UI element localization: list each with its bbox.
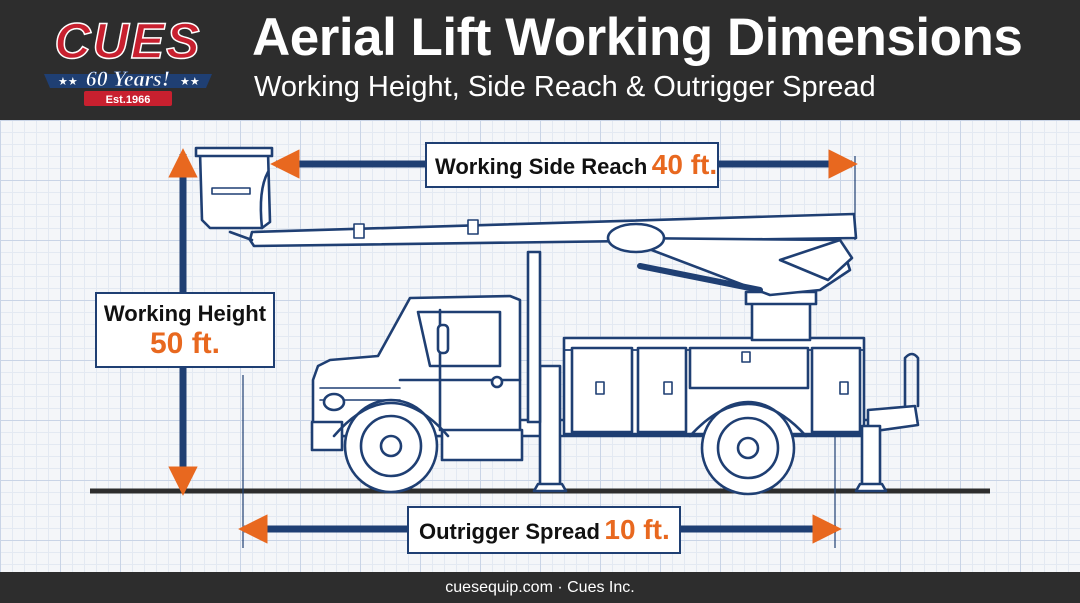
side-reach-text: Working Side Reach (435, 154, 648, 179)
diagram-canvas: Working Side Reach 40 ft. Working Height… (0, 120, 1080, 572)
page-subtitle: Working Height, Side Reach & Outrigger S… (254, 71, 876, 103)
header-bar: CUES ★★ ★★ 60 Years! Est.1966 Aerial Lif… (0, 0, 1080, 120)
bucket-truck (194, 146, 920, 496)
logo-established: Est.1966 (106, 94, 151, 106)
working-height-label: Working Height 50 ft. (95, 292, 275, 368)
working-height-value: 50 ft. (149, 327, 221, 360)
page-title: Aerial Lift Working Dimensions (252, 8, 1023, 67)
working-height-text: Working Height (103, 301, 267, 326)
side-reach-label: Working Side Reach 40 ft. (425, 142, 719, 188)
logo-brand: CUES (55, 13, 202, 69)
logo-anniversary: 60 Years! (86, 66, 171, 91)
svg-text:★★: ★★ (180, 75, 200, 88)
svg-text:★★: ★★ (58, 75, 78, 88)
outrigger-spread-label: Outrigger Spread 10 ft. (407, 506, 681, 554)
footer-bar: cuesequip.com · Cues Inc. (0, 572, 1080, 603)
outrigger-spread-value: 10 ft. (604, 514, 670, 545)
outrigger-spread-text: Outrigger Spread (419, 519, 600, 544)
side-reach-value: 40 ft. (651, 149, 718, 180)
cues-logo: CUES ★★ ★★ 60 Years! Est.1966 (44, 12, 212, 106)
